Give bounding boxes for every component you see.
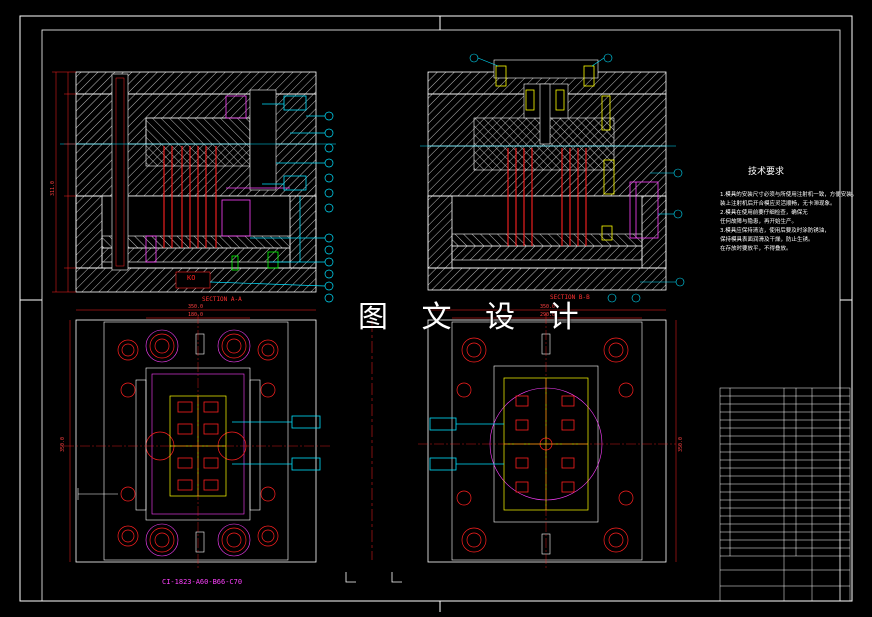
plan-view-left <box>64 309 330 570</box>
part-code-label: CI-1823-A60-B66-C70 <box>162 578 243 586</box>
section-a-label: SECTION A-A <box>202 296 242 303</box>
watermark-text: 图 文 设 计 <box>358 300 591 335</box>
sheet-border <box>19 15 853 612</box>
tech-line: 3.模具应保持清洁，使用后要及时涂防锈油， <box>720 228 830 234</box>
tech-line: 装上注射机后开合模应灵活顺畅，无卡滞现象。 <box>720 201 836 207</box>
section-a-view <box>52 71 336 303</box>
tech-line: 在存放时要放平，不得叠放。 <box>720 246 792 252</box>
dim-right-inner: 290.0 <box>540 312 556 318</box>
tech-line: 保持模具表面润滑及干燥，防止生锈。 <box>720 237 814 243</box>
tech-requirements: 技术要求 1.模具的安装尺寸必须与所使用注射机一致，方便安装。 装上注射机后开合… <box>720 164 858 254</box>
dim-front-total: 311.0 <box>50 180 56 196</box>
ejector-block-label: KO <box>187 274 196 282</box>
section-b-label: SECTION B-B <box>550 294 590 301</box>
dim-right-width: 350.0 <box>540 304 556 310</box>
dim-height-left: 350.0 <box>60 436 66 452</box>
view-markers <box>345 572 402 583</box>
tech-line: 2.模具在使用前要仔细检查，确保无 <box>720 210 808 216</box>
parts-list-table <box>719 387 851 602</box>
dim-inner-width: 180.0 <box>188 312 204 318</box>
dim-top-width: 350.0 <box>188 304 204 310</box>
plan-view-right <box>418 309 677 570</box>
tech-line: 1.模具的安装尺寸必须与所使用注射机一致，方便安装。 <box>720 192 858 198</box>
tech-line: 任何故障与隐患，再开始生产。 <box>720 219 798 225</box>
tech-requirements-title: 技术要求 <box>748 167 785 177</box>
section-b-view <box>420 53 685 303</box>
dim-height-right: 350.0 <box>678 436 684 452</box>
